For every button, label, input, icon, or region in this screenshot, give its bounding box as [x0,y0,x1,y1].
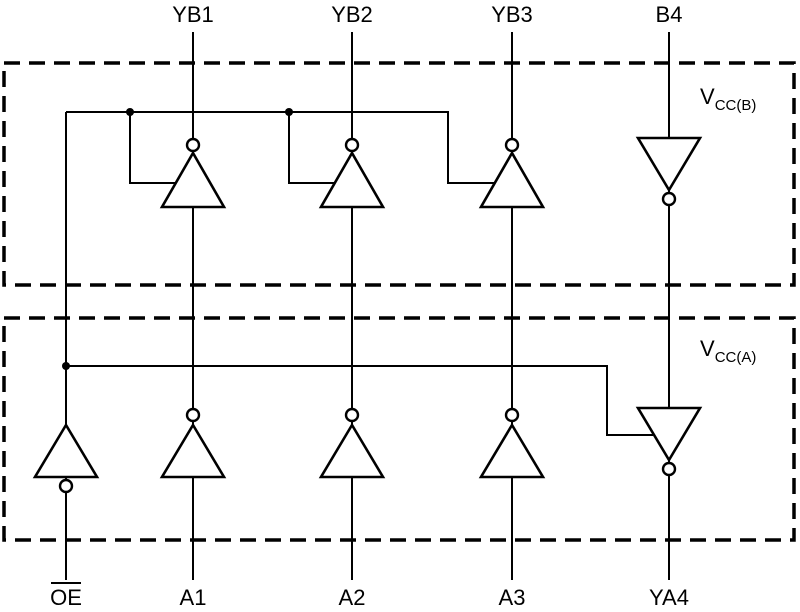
buffer-b1 [159,150,227,209]
buffer-a2-bubble [344,407,360,423]
vccb-domain-box [2,61,796,287]
junction-dot [62,362,70,370]
junction-dot [126,108,134,116]
pin-ya4-label: YA4 [649,585,689,610]
pin-yb3-label: YB3 [491,2,533,27]
vccb-enable-bus [66,111,495,184]
junction-dot [285,108,293,116]
vcca-label: VCC(A) [700,336,756,366]
pin-oe-label: OE [50,585,82,610]
vccb-label: VCC(B) [700,84,756,114]
buffer-oe [32,422,100,479]
buffer-b2-bubble [344,137,360,153]
buffer-b4 [635,136,703,193]
buffer-oe-bubble [58,478,74,494]
buffer-b2 [318,150,386,209]
pin-yb1-label: YB1 [172,2,214,27]
pin-a2-label: A2 [339,585,366,610]
buffer-a4-bubble [661,461,677,477]
buffer-a3 [478,422,546,479]
pin-b4-label: B4 [656,2,683,27]
buffer-a1-bubble [185,407,201,423]
enable-tap-1 [129,112,177,184]
buffer-b3 [478,150,546,209]
vcca-enable-line [66,365,653,436]
pin-a3-label: A3 [499,585,526,610]
pin-yb2-label: YB2 [331,2,373,27]
pin-a1-label: A1 [180,585,207,610]
buffer-a4 [635,406,703,463]
enable-tap-2 [288,112,336,184]
buffer-b3-bubble [504,137,520,153]
buffer-b1-bubble [185,137,201,153]
buffer-a3-bubble [504,407,520,423]
buffer-a2 [318,422,386,479]
vcca-domain-box [2,316,796,542]
buffer-b4-bubble [661,191,677,207]
buffer-a1 [159,422,227,479]
